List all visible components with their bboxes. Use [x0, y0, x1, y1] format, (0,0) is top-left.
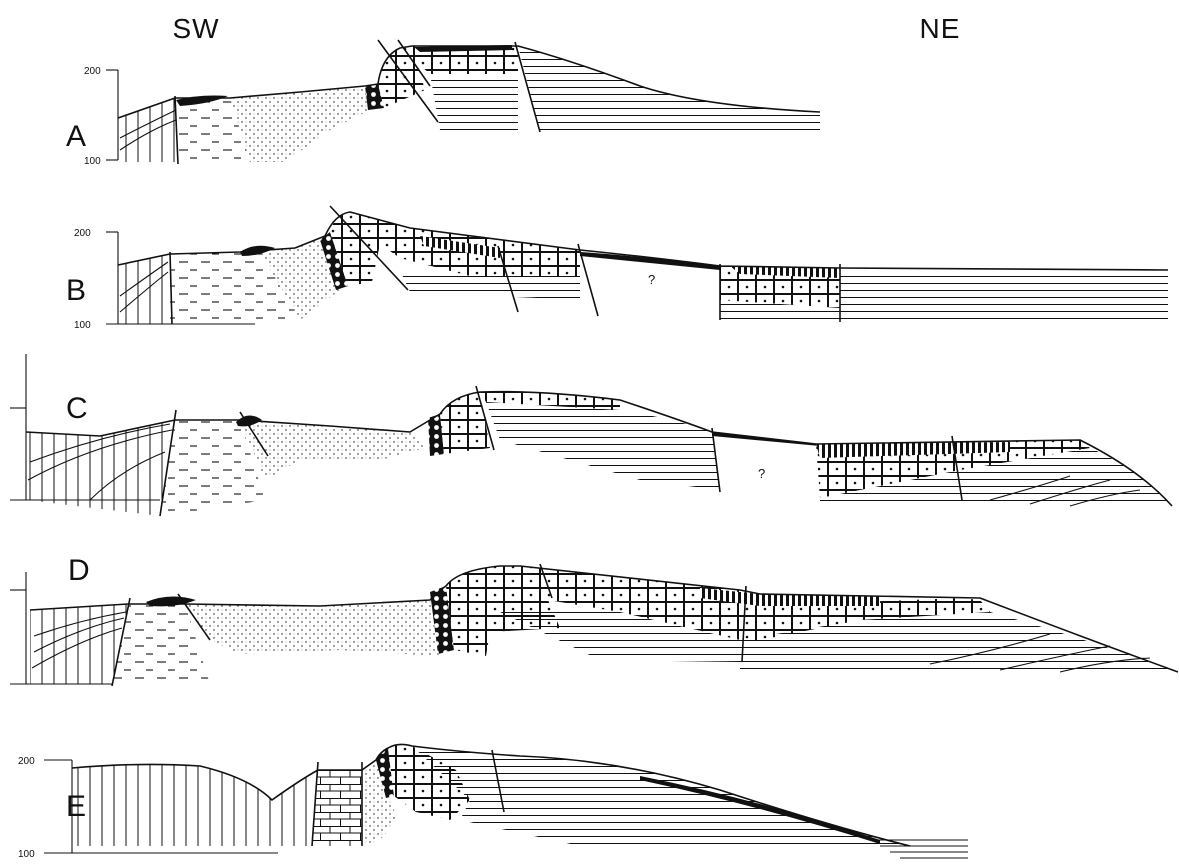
- shale-unit-ne: [840, 270, 1168, 322]
- basement-unit: [72, 764, 318, 846]
- cross-section-c: C ?: [10, 354, 1172, 516]
- scale-top-label: 200: [74, 228, 91, 239]
- scale-bottom-label: 100: [18, 849, 35, 860]
- direction-label-ne: NE: [920, 13, 961, 44]
- cross-section-b: B 200 100 ?: [66, 206, 1168, 331]
- direction-label-sw: SW: [172, 13, 219, 44]
- section-label: D: [68, 554, 90, 587]
- section-label: A: [66, 120, 86, 153]
- section-label: C: [66, 392, 88, 425]
- unknown-query: ?: [758, 466, 765, 481]
- sand-unit: [240, 420, 425, 480]
- sand-unit: [185, 600, 440, 656]
- sandstone-block-unit: [440, 392, 490, 454]
- shale-unit: [430, 74, 518, 130]
- shale-unit: [486, 402, 720, 490]
- section-label: B: [66, 274, 86, 307]
- scale-top-label: 200: [18, 756, 35, 767]
- sand-unit: [230, 86, 370, 162]
- basement-unit: [118, 254, 170, 324]
- scale-bottom-label: 100: [84, 156, 101, 167]
- rubble-cover: [580, 252, 720, 270]
- scale-top-label: 200: [84, 66, 101, 77]
- cross-section-e: E 200 100: [18, 744, 968, 860]
- limestone-unit: [312, 770, 362, 846]
- vertical-scale-bar: 200 100: [84, 66, 118, 167]
- scale-bottom-label: 100: [74, 320, 91, 331]
- shale-unit: [412, 746, 910, 846]
- cross-section-a: A 200 100: [66, 40, 820, 167]
- unknown-query: ?: [648, 272, 655, 287]
- cross-section-d: D: [10, 554, 1178, 686]
